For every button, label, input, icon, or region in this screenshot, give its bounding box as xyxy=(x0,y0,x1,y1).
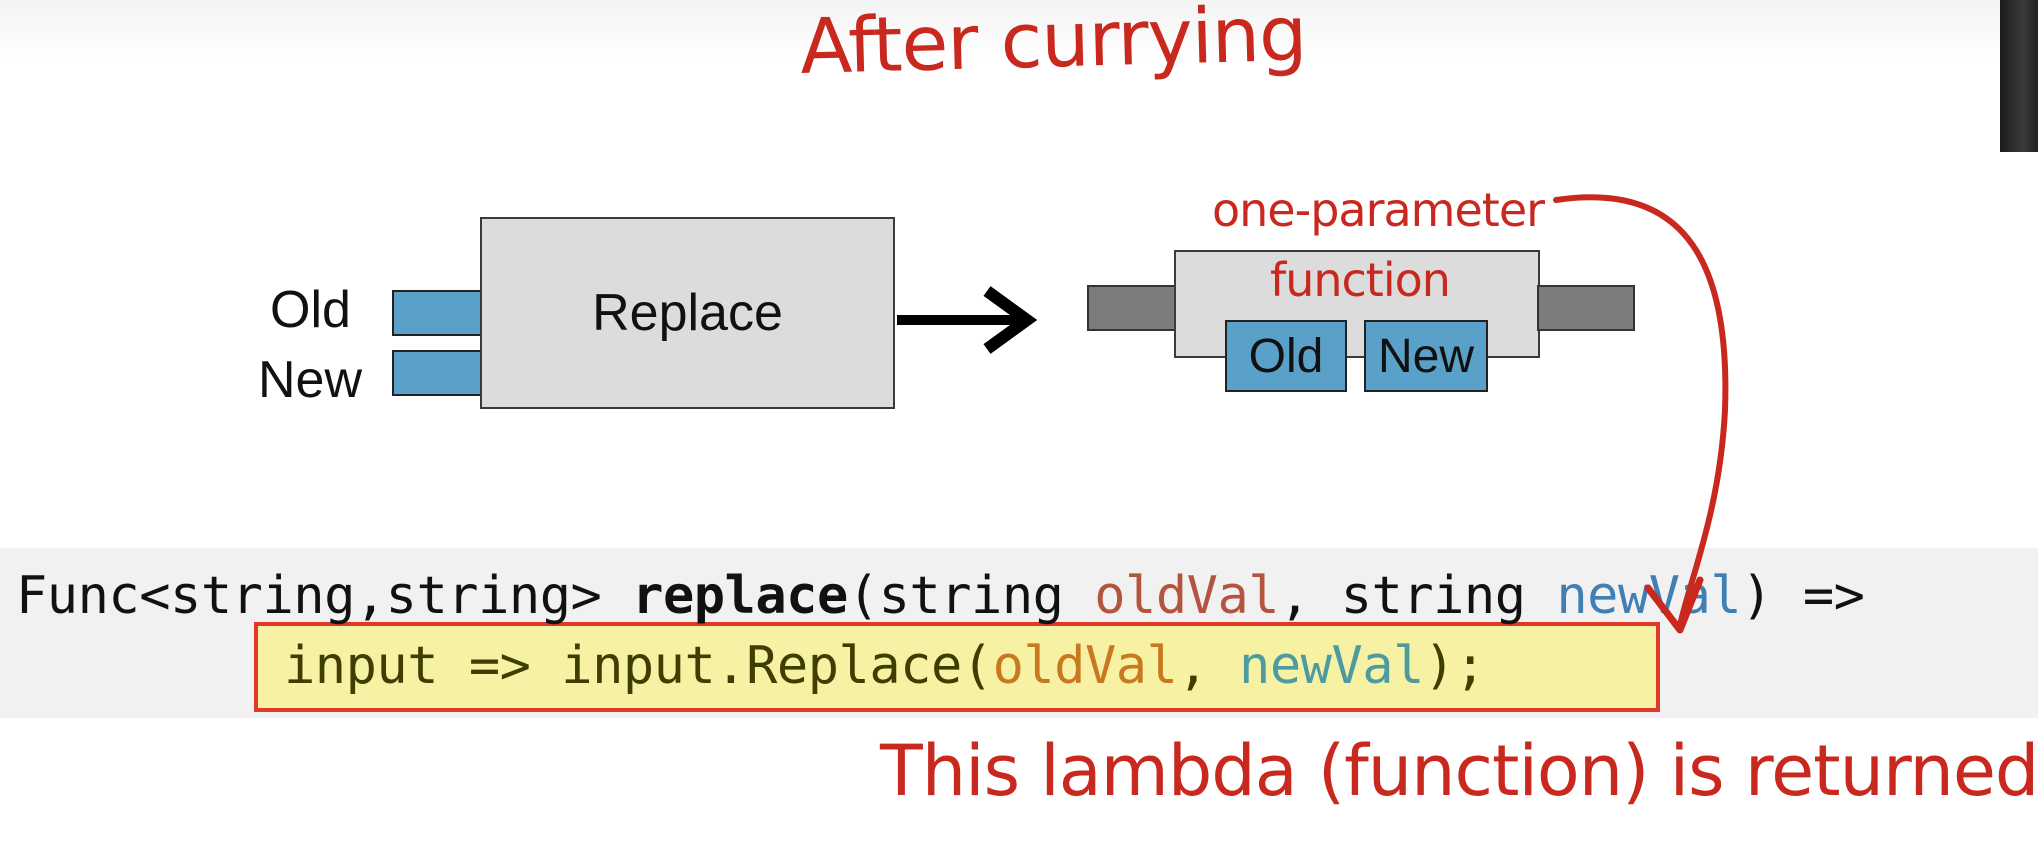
code-open-params: (string xyxy=(847,566,1095,626)
code-param-separator: , string xyxy=(1279,566,1557,626)
code-param-newval: newVal xyxy=(1556,566,1742,626)
captured-new-label: New xyxy=(1377,329,1475,383)
annotation-function: function xyxy=(1270,253,1451,307)
returned-lambda-highlight xyxy=(254,622,1660,712)
code-arg-newval: newVal xyxy=(1239,636,1424,696)
replace-box-label: Replace xyxy=(592,284,783,342)
code-line-signature: Func<string,string> replace(string oldVa… xyxy=(16,566,1865,626)
transform-arrow-icon xyxy=(897,286,1038,354)
input-label-new: New xyxy=(258,351,363,409)
replace-function-box: Replace xyxy=(480,217,895,409)
code-lambda-prefix: input => input.Replace( xyxy=(284,636,993,696)
curved-arrow-icon xyxy=(1553,194,1729,634)
code-line-lambda: input => input.Replace(oldVal, newVal); xyxy=(284,636,1486,696)
captured-old-box: Old xyxy=(1225,320,1347,392)
captured-new-box: New xyxy=(1364,320,1488,392)
captured-old-label: Old xyxy=(1248,329,1324,383)
code-arg-separator: , xyxy=(1177,636,1240,696)
input-port xyxy=(1087,285,1177,331)
code-param-oldval: oldVal xyxy=(1094,566,1280,626)
annotation-lambda-returned: This lambda (function) is returned xyxy=(880,730,2038,812)
code-lambda-suffix: ); xyxy=(1423,636,1486,696)
output-port xyxy=(1537,285,1635,331)
slide-title: After currying xyxy=(798,0,1308,91)
code-arrow: ) => xyxy=(1741,566,1865,626)
code-method-name: replace xyxy=(632,566,848,626)
input-port-old xyxy=(392,290,482,336)
annotation-one-parameter: one-parameter xyxy=(1212,183,1545,237)
presenter-webcam xyxy=(2000,0,2038,152)
input-label-old: Old xyxy=(270,281,351,339)
code-return-type: Func<string,string> xyxy=(16,566,633,626)
code-arg-oldval: oldVal xyxy=(992,636,1178,696)
input-port-new xyxy=(392,350,482,396)
